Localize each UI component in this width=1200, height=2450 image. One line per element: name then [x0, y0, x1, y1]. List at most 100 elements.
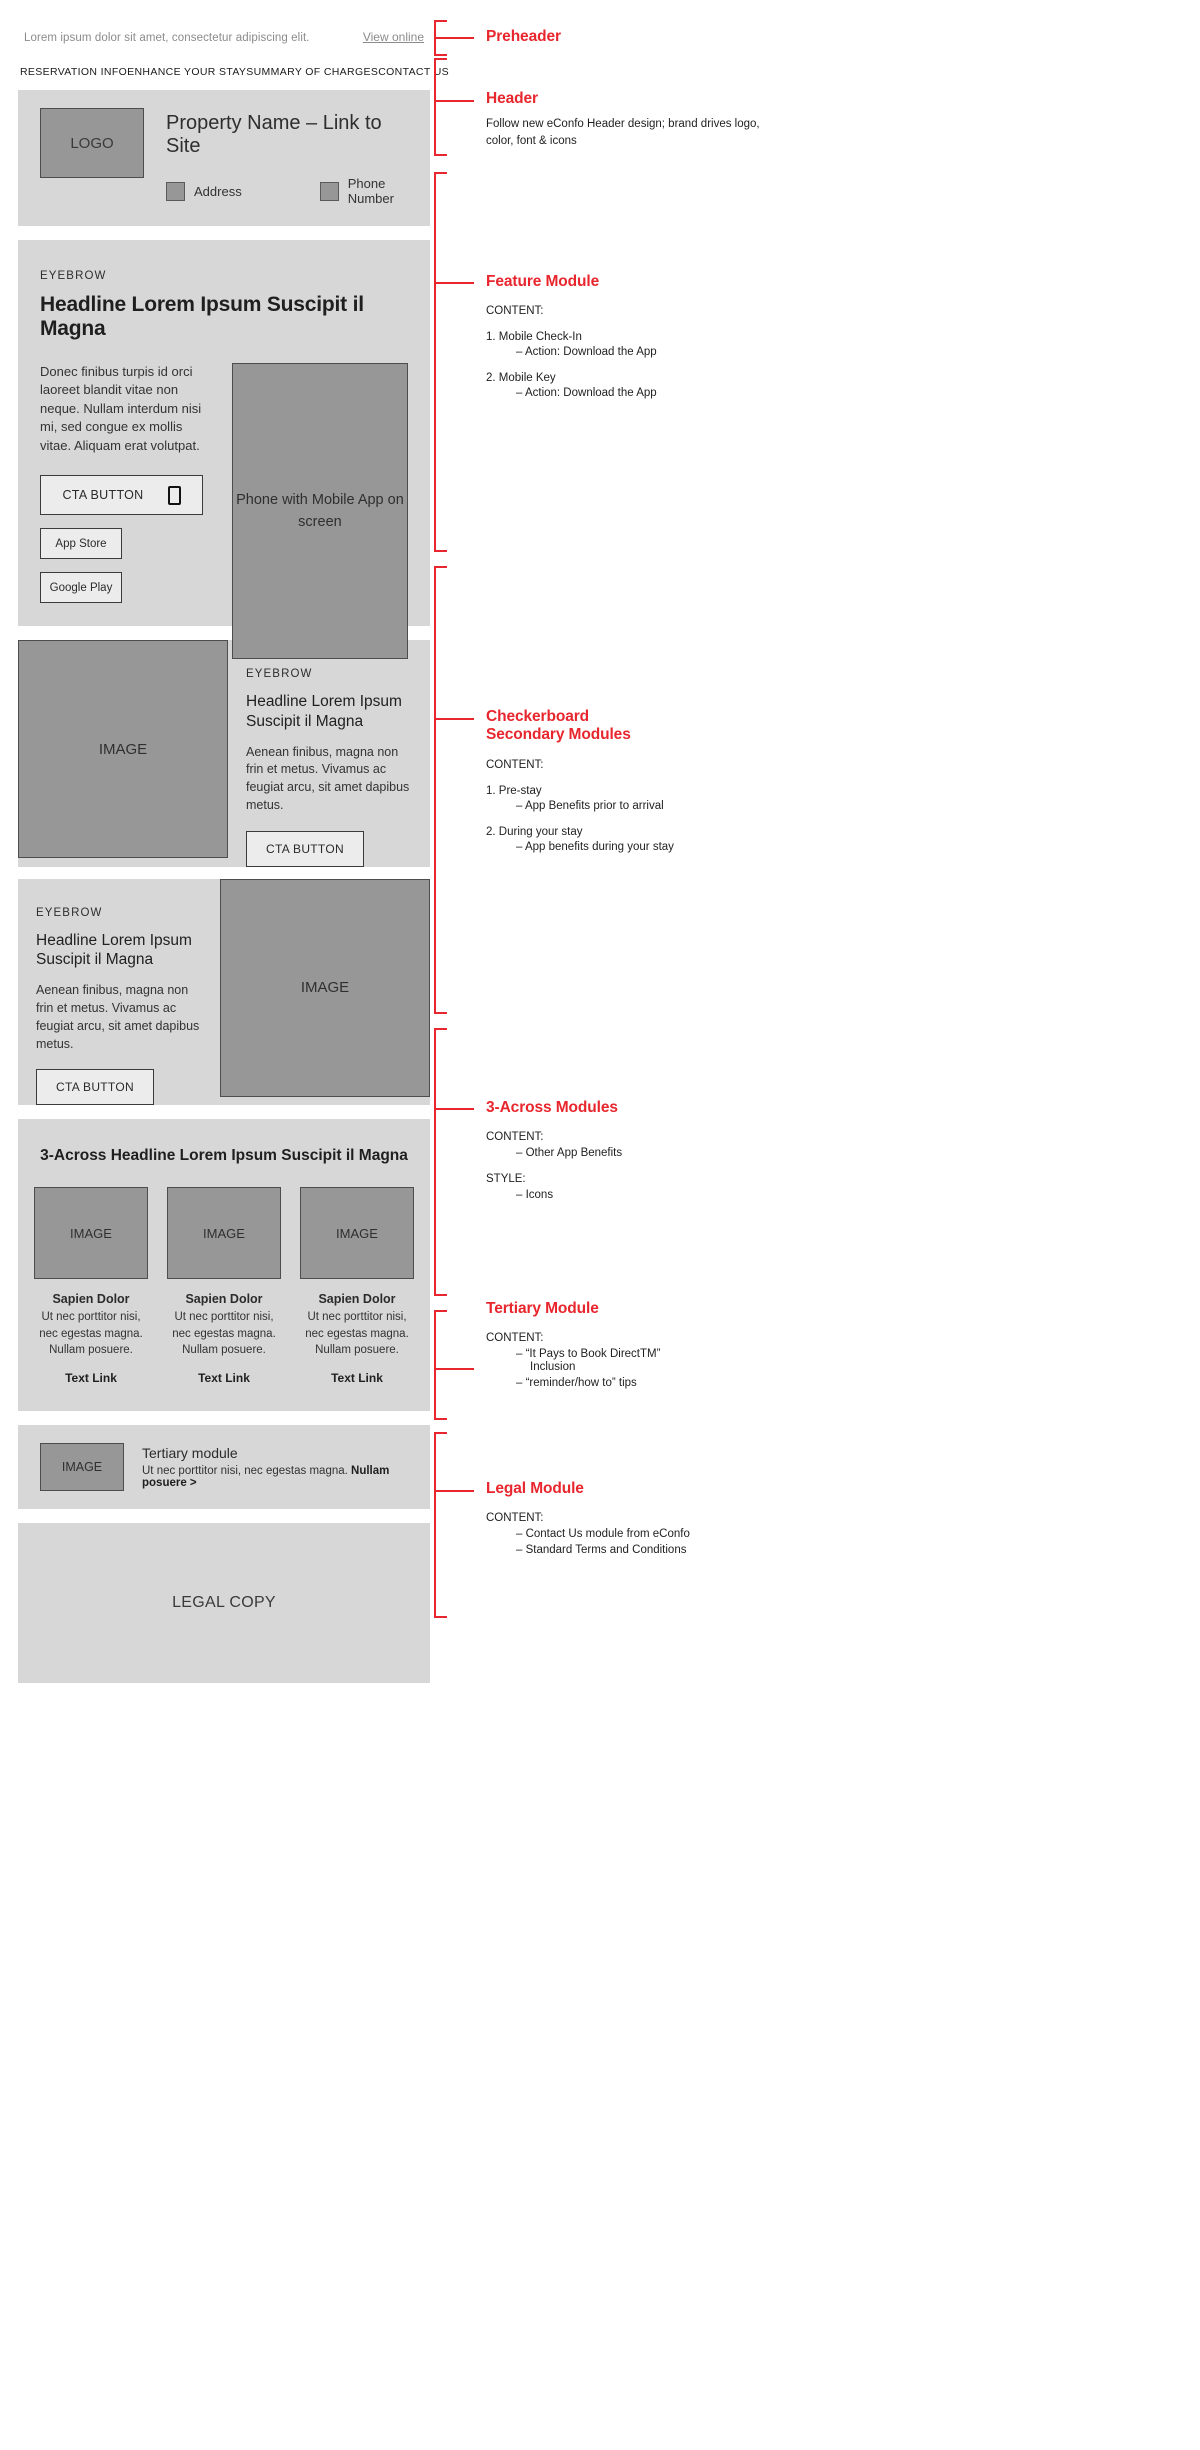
header-module: LOGO Property Name – Link to Site Addres… — [18, 90, 430, 226]
preheader-text: Lorem ipsum dolor sit amet, consectetur … — [24, 32, 310, 44]
feature-cta-button[interactable]: CTA BUTTON — [40, 475, 203, 516]
card-body: Ut nec porttitor nisi, nec egestas magna… — [39, 1311, 143, 1356]
contact-row: Address Phone Number — [166, 176, 408, 206]
feature-left-column: Donec finibus turpis id orci laoreet bla… — [40, 363, 216, 659]
annotation-note-header: Follow new eConfo Header design; brand d… — [486, 118, 760, 148]
feature-headline: Headline Lorem Ipsum Suscipit il Magna — [40, 293, 364, 340]
tertiary-body: Ut nec porttitor nisi, nec egestas magna… — [142, 1465, 408, 1489]
feature-eyebrow: EYEBROW — [40, 270, 107, 282]
app-store-button[interactable]: App Store — [40, 528, 122, 560]
feature-body-text: Donec finibus turpis id orci laoreet bla… — [40, 364, 202, 453]
three-across-card: IMAGE Sapien Dolor Ut nec porttitor nisi… — [34, 1187, 148, 1385]
checkerboard-1-eyebrow: EYEBROW — [246, 668, 313, 680]
checkerboard-1-image: IMAGE — [18, 640, 228, 858]
card-title: Sapien Dolor — [185, 1292, 263, 1307]
tertiary-module: IMAGE Tertiary module Ut nec porttitor n… — [18, 1425, 430, 1510]
address-label: Address — [194, 183, 242, 199]
feature-cta-label: CTA BUTTON — [62, 488, 144, 503]
checkerboard-2-image: IMAGE — [220, 878, 430, 1097]
phone-app-image-placeholder: Phone with Mobile App on screen — [231, 363, 408, 659]
card-text-link[interactable]: Text Link — [331, 1371, 383, 1386]
annotation-title-checkerboard-line1: Checkerboard — [486, 708, 590, 725]
annotation-tertiary-item-2: – “reminder/how to” tips — [516, 1377, 637, 1390]
phone-item: Phone Number — [319, 176, 408, 206]
checkerboard-1-headline: Headline Lorem Ipsum Suscipit il Magna — [246, 693, 402, 730]
annotation-title-three-across: 3-Across Modules — [486, 1099, 618, 1116]
annotation-checkerboard-item-1-sub: – App Benefits prior to arrival — [516, 799, 664, 812]
annotation-feature-item-1-sub: – Action: Download the App — [516, 346, 657, 359]
google-play-button[interactable]: Google Play — [40, 572, 122, 604]
annotation-tertiary-item-1: – “It Pays to Book DirectTM” — [516, 1348, 661, 1361]
annotation-checkerboard-item-2: 2. During your stay — [486, 825, 583, 838]
annotation-three-across-content-sub: – Other App Benefits — [516, 1147, 623, 1160]
card-title: Sapien Dolor — [318, 1292, 396, 1307]
checkerboard-2-body: Aenean finibus, magna non frin et metus.… — [36, 983, 200, 1051]
annotation-feature-item-2-sub: – Action: Download the App — [516, 387, 657, 400]
annotation-title-legal: Legal Module — [486, 1480, 584, 1497]
tertiary-body-link[interactable]: Nullam posuere > — [142, 1465, 390, 1490]
mobile-phone-icon — [167, 485, 181, 505]
checkerboard-1-cta-button[interactable]: CTA BUTTON — [246, 830, 364, 867]
email-wireframe: Lorem ipsum dolor sit amet, consectetur … — [18, 0, 449, 1684]
card-image-placeholder: IMAGE — [167, 1187, 281, 1280]
checkerboard-2-headline: Headline Lorem Ipsum Suscipit il Magna — [36, 931, 192, 969]
three-across-card: IMAGE Sapien Dolor Ut nec porttitor nisi… — [300, 1187, 414, 1385]
preheader-module: Lorem ipsum dolor sit amet, consectetur … — [18, 0, 430, 60]
checkerboard-1-text: EYEBROW Headline Lorem Ipsum Suscipit il… — [228, 640, 430, 867]
card-title: Sapien Dolor — [52, 1292, 130, 1307]
logo-placeholder: LOGO — [40, 108, 144, 178]
annotation-feature-item-2: 2. Mobile Key — [486, 372, 556, 385]
tertiary-image-placeholder: IMAGE — [40, 1443, 124, 1492]
checkerboard-2-cta-button[interactable]: CTA BUTTON — [36, 1069, 154, 1106]
annotation-feature-item-1: 1. Mobile Check-In — [486, 331, 582, 344]
tertiary-body-plain: Ut nec porttitor nisi, nec egestas magna… — [142, 1465, 352, 1478]
nav-item-summary-of-charges[interactable]: SUMMARY OF CHARGES — [246, 66, 379, 78]
three-across-headline: 3-Across Headline Lorem Ipsum Suscipit i… — [40, 1147, 408, 1165]
three-across-cards: IMAGE Sapien Dolor Ut nec porttitor nisi… — [34, 1187, 414, 1385]
annotation-content-label-three-across: CONTENT: — [486, 1131, 544, 1144]
phone-label: Phone Number — [347, 176, 394, 206]
location-pin-icon — [166, 181, 185, 201]
annotation-legal-item-2: – Standard Terms and Conditions — [516, 1544, 687, 1557]
annotation-content-label-tertiary: CONTENT: — [486, 1332, 544, 1345]
annotation-content-label-checkerboard: CONTENT: — [486, 758, 544, 771]
three-across-card: IMAGE Sapien Dolor Ut nec porttitor nisi… — [167, 1187, 281, 1385]
feature-columns: Donec finibus turpis id orci laoreet bla… — [40, 363, 408, 659]
card-image-placeholder: IMAGE — [300, 1187, 414, 1280]
legal-module: LEGAL COPY — [18, 1523, 430, 1684]
checkerboard-1-body: Aenean finibus, magna non frin et metus.… — [246, 744, 410, 812]
annotation-checkerboard-item-1: 1. Pre-stay — [486, 784, 542, 797]
annotation-title-header: Header — [486, 90, 538, 107]
annotation-content-label-legal: CONTENT: — [486, 1512, 544, 1525]
annotation-legal-item-1: – Contact Us module from eConfo — [516, 1528, 690, 1541]
nav-item-reservation-info[interactable]: RESERVATION INFO — [20, 66, 128, 78]
annotation-title-feature: Feature Module — [486, 273, 600, 290]
annotation-checkerboard-item-2-sub: – App benefits during your stay — [516, 840, 674, 853]
card-body: Ut nec porttitor nisi, nec egestas magna… — [172, 1311, 276, 1356]
header-row: LOGO Property Name – Link to Site Addres… — [40, 108, 408, 206]
nav-item-contact-us[interactable]: CONTACT US — [378, 66, 449, 78]
three-across-module: 3-Across Headline Lorem Ipsum Suscipit i… — [18, 1119, 430, 1412]
address-item: Address — [166, 176, 242, 206]
card-text-link[interactable]: Text Link — [65, 1371, 117, 1386]
card-text-link[interactable]: Text Link — [198, 1371, 250, 1386]
annotation-style-label-three-across: STYLE: — [486, 1173, 526, 1186]
checkerboard-2-text: EYEBROW Headline Lorem Ipsum Suscipit il… — [18, 879, 220, 1106]
annotation-content-label-feature: CONTENT: — [486, 305, 544, 318]
annotation-tertiary-item-1-sub: Inclusion — [530, 1361, 576, 1374]
annotation-title-checkerboard-line2: Secondary Modules — [486, 726, 631, 744]
checkerboard-module-2: EYEBROW Headline Lorem Ipsum Suscipit il… — [18, 878, 430, 1106]
navigation-bar: RESERVATION INFO ENHANCE YOUR STAY SUMMA… — [18, 60, 449, 90]
card-body: Ut nec porttitor nisi, nec egestas magna… — [305, 1311, 409, 1356]
annotation-title-tertiary: Tertiary Module — [486, 1300, 599, 1317]
checkerboard-module-1: IMAGE EYEBROW Headline Lorem Ipsum Susci… — [18, 640, 430, 867]
checkerboard-2-eyebrow: EYEBROW — [36, 906, 103, 919]
view-online-link[interactable]: View online — [362, 30, 424, 44]
annotation-title-preheader: Preheader — [486, 28, 561, 45]
property-name-link[interactable]: Property Name – Link to Site — [166, 112, 382, 157]
feature-module: EYEBROW Headline Lorem Ipsum Suscipit il… — [18, 240, 430, 659]
nav-item-enhance-your-stay[interactable]: ENHANCE YOUR STAY — [127, 66, 247, 78]
card-image-placeholder: IMAGE — [34, 1187, 148, 1280]
annotation-three-across-style-sub: – Icons — [516, 1189, 554, 1202]
tertiary-title: Tertiary module — [142, 1445, 238, 1462]
